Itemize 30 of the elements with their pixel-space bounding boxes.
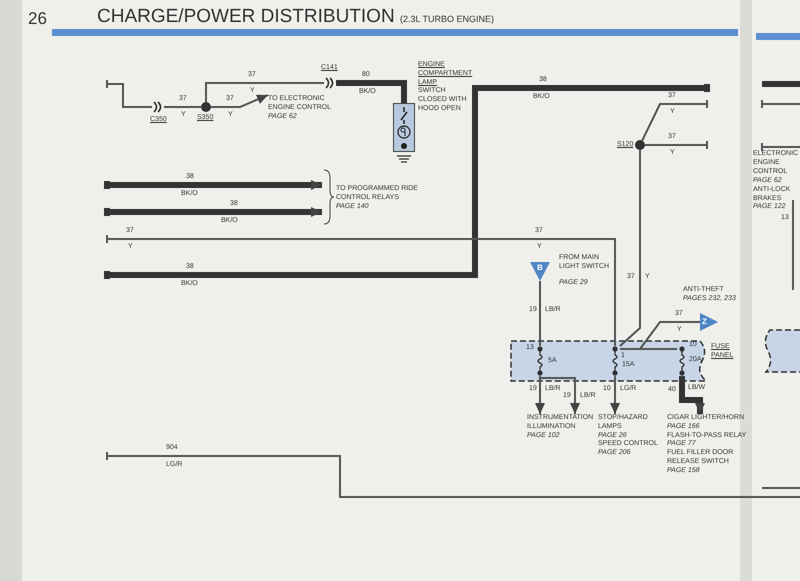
splice-dot <box>635 140 645 150</box>
wire <box>211 94 268 108</box>
fuse-symbol <box>535 346 545 376</box>
wire <box>539 281 541 346</box>
page-title: CHARGE/POWER DISTRIBUTION <box>97 7 395 28</box>
wire <box>106 79 153 108</box>
fuse-symbol <box>610 346 620 376</box>
connector-symbol <box>324 77 336 89</box>
wire <box>104 205 325 219</box>
connector-symbol <box>152 101 164 113</box>
wire <box>679 376 705 414</box>
wire <box>164 106 201 108</box>
wire <box>644 140 708 150</box>
lamp-switch-symbol <box>393 103 415 152</box>
wire <box>539 376 580 414</box>
wire <box>641 99 708 142</box>
wire <box>205 82 324 102</box>
wire <box>535 376 545 414</box>
wire <box>620 348 677 350</box>
wire <box>106 234 616 347</box>
connector-letter: Z <box>702 318 707 326</box>
connector-letter: B <box>537 264 543 272</box>
wire <box>610 376 620 414</box>
wire <box>619 150 641 347</box>
wire <box>336 80 407 103</box>
page-number: 26 <box>28 8 47 30</box>
page-subtitle: (2.3L TURBO ENGINE) <box>400 14 494 26</box>
wire <box>104 178 325 192</box>
splice-dot <box>201 102 211 112</box>
fuse-symbol <box>677 346 687 376</box>
